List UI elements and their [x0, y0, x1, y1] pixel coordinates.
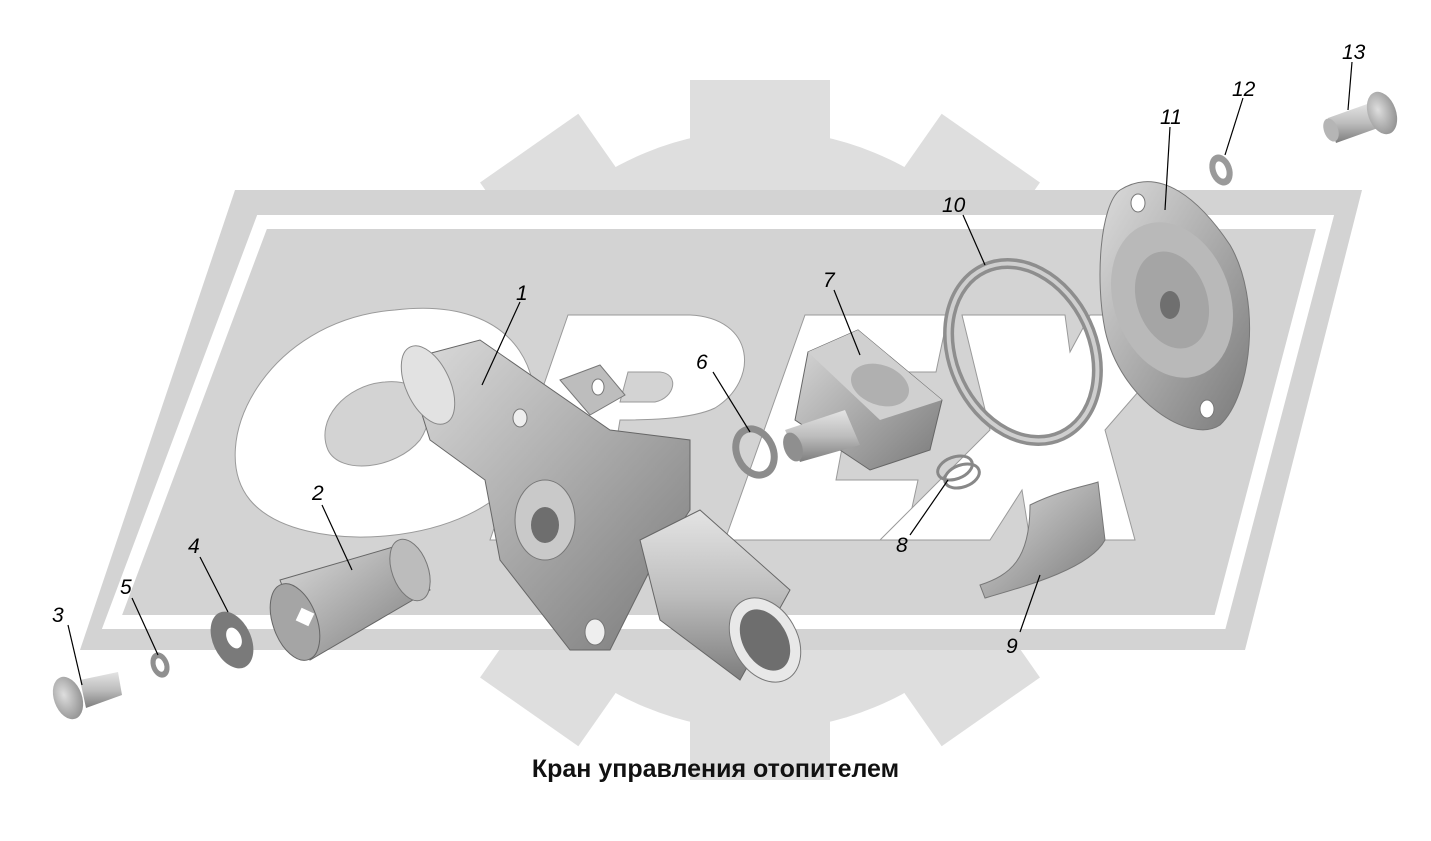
- diagram-caption: Кран управления отопителем: [531, 755, 900, 783]
- part-2-plug: [269, 538, 431, 661]
- callout-9: 9: [1006, 635, 1018, 658]
- callout-11: 11: [1160, 106, 1182, 129]
- logo-band-inner: [101, 215, 1335, 629]
- callouts: 1 2 3 4 5 6 7 8 9 10 11 12 13: [52, 41, 1366, 658]
- callout-8: 8: [896, 534, 908, 557]
- part-7-block: [783, 329, 943, 471]
- callout-6: 6: [696, 351, 708, 374]
- part-9-flap: [979, 481, 1106, 599]
- leader-lines: [67, 61, 1353, 686]
- part-3-bolt: [52, 672, 122, 720]
- part-12-washer: [1209, 154, 1233, 186]
- callout-2: 2: [311, 482, 324, 505]
- part-4-washer: [210, 611, 254, 669]
- part-11-cover: [1099, 181, 1251, 431]
- callout-13: 13: [1342, 41, 1366, 64]
- callout-4: 4: [188, 535, 200, 558]
- part-6-ring: [732, 425, 778, 479]
- part-10-ring: [943, 258, 1103, 446]
- watermark-logo: [80, 80, 1362, 780]
- callout-3: 3: [52, 604, 64, 627]
- part-1-body: [400, 339, 802, 683]
- part-13-bolt: [1323, 91, 1398, 143]
- part-8-spring: [936, 454, 981, 490]
- callout-7: 7: [823, 269, 836, 292]
- callout-5: 5: [120, 576, 132, 599]
- callout-12: 12: [1232, 78, 1256, 101]
- callout-10: 10: [942, 194, 966, 217]
- callout-1: 1: [516, 282, 528, 305]
- part-5-washer: [150, 652, 170, 678]
